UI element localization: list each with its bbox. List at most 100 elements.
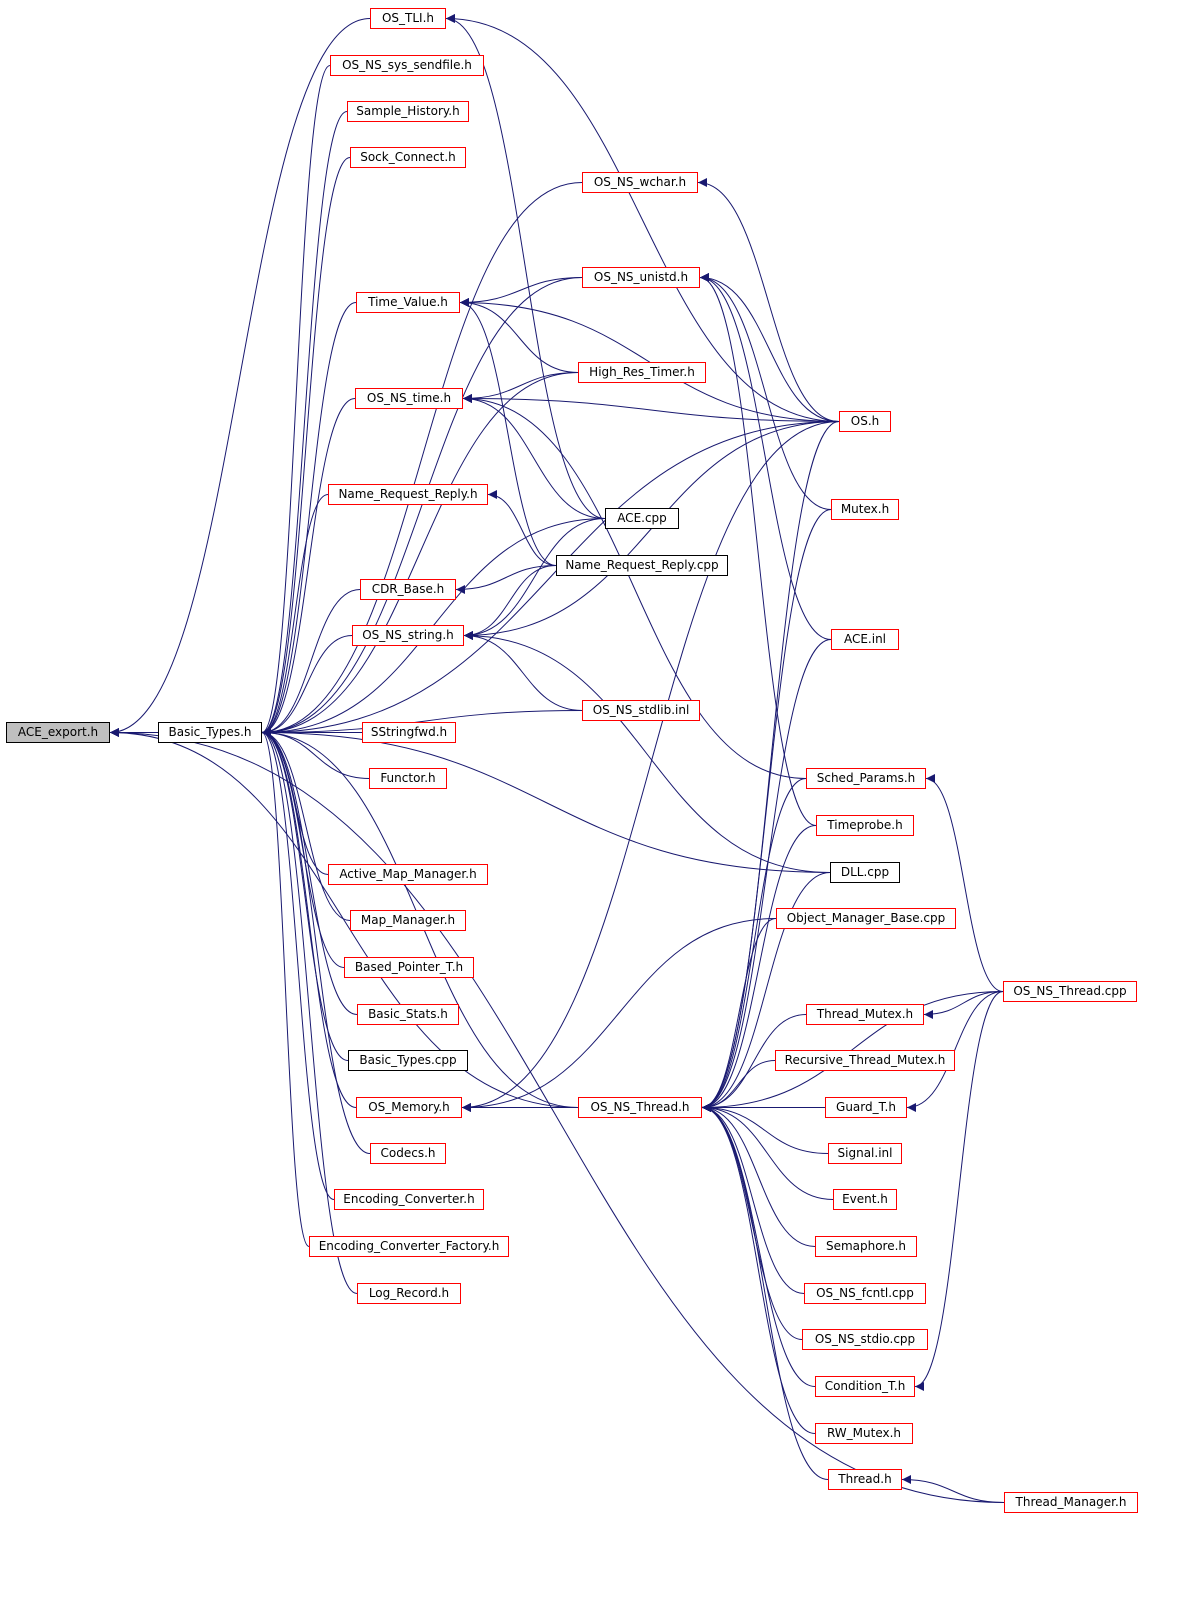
node-basic-stats[interactable]: Basic_Stats.h — [357, 1004, 459, 1025]
edge-ace-cpp-to-os-ns-string — [463, 518, 606, 640]
node-encoding-converter-factory[interactable]: Encoding_Converter_Factory.h — [309, 1236, 509, 1257]
edge-dll-cpp-to-os-ns-string — [463, 631, 831, 873]
node-name-request-reply-h[interactable]: Name_Request_Reply.h — [328, 484, 488, 505]
edge-basic-types-cpp-to-basic-types — [261, 728, 349, 1061]
node-ace-inl[interactable]: ACE.inl — [831, 629, 899, 650]
node-codecs[interactable]: Codecs.h — [370, 1143, 446, 1164]
node-name-request-reply-cpp[interactable]: Name_Request_Reply.cpp — [556, 555, 728, 576]
node-recursive-thread-mutex[interactable]: Recursive_Thread_Mutex.h — [775, 1050, 955, 1071]
node-sched-params[interactable]: Sched_Params.h — [806, 768, 926, 789]
edge-os-ns-unistd-to-basic-types — [261, 277, 583, 737]
edge-timeprobe-to-os-ns-unistd — [699, 273, 817, 826]
edge-os-tli-to-ace-export — [109, 18, 371, 737]
node-log-record[interactable]: Log_Record.h — [357, 1283, 461, 1304]
edge-os-ns-wchar-to-basic-types — [261, 182, 583, 737]
node-rw-mutex[interactable]: RW_Mutex.h — [815, 1423, 913, 1444]
node-mutex-h[interactable]: Mutex.h — [831, 499, 899, 520]
node-signal-inl[interactable]: Signal.inl — [828, 1143, 902, 1164]
edge-dll-cpp-to-os-ns-thread-h — [701, 872, 831, 1112]
node-os-h[interactable]: OS.h — [839, 411, 891, 432]
edge-encoding-converter-factory-to-basic-types — [261, 728, 310, 1247]
edge-high-res-timer-to-os-ns-time — [462, 372, 579, 403]
edge-os-ns-thread-cpp-to-condition-t — [914, 991, 1004, 1391]
node-sock-connect[interactable]: Sock_Connect.h — [350, 147, 466, 168]
edge-ace-cpp-to-os-tli — [445, 14, 606, 519]
edge-os-ns-time-to-basic-types — [261, 398, 356, 737]
edge-codecs-to-basic-types — [261, 728, 371, 1154]
node-thread-mutex[interactable]: Thread_Mutex.h — [806, 1004, 924, 1025]
node-os-ns-string[interactable]: OS_NS_string.h — [352, 625, 464, 646]
node-sstringfwd[interactable]: SStringfwd.h — [362, 722, 456, 743]
edge-os-ns-fcntl-to-os-ns-thread-h — [701, 1103, 805, 1294]
node-semaphore[interactable]: Semaphore.h — [815, 1236, 917, 1257]
edge-sock-connect-to-basic-types — [261, 157, 351, 737]
edge-os-ns-sys-sendfile-to-basic-types — [261, 65, 331, 737]
node-ace-cpp[interactable]: ACE.cpp — [605, 508, 679, 529]
node-dll-cpp[interactable]: DLL.cpp — [830, 862, 900, 883]
edge-os-h-to-os-ns-time — [462, 394, 840, 422]
edge-high-res-timer-to-basic-types — [261, 372, 579, 737]
node-based-pointer-t[interactable]: Based_Pointer_T.h — [344, 957, 474, 978]
edge-ace-cpp-to-os-ns-time — [462, 394, 606, 519]
edge-os-h-to-os-ns-unistd — [699, 273, 840, 422]
node-timeprobe[interactable]: Timeprobe.h — [816, 815, 914, 836]
node-map-manager[interactable]: Map_Manager.h — [350, 910, 466, 931]
edge-thread-h-to-os-ns-thread-h — [701, 1103, 829, 1480]
node-basic-types-cpp[interactable]: Basic_Types.cpp — [348, 1050, 468, 1071]
node-guard-t[interactable]: Guard_T.h — [825, 1097, 907, 1118]
node-os-ns-unistd[interactable]: OS_NS_unistd.h — [582, 267, 700, 288]
node-event-h[interactable]: Event.h — [833, 1189, 897, 1210]
edge-signal-inl-to-os-ns-thread-h — [701, 1103, 829, 1154]
node-functor[interactable]: Functor.h — [369, 768, 447, 789]
node-os-memory[interactable]: OS_Memory.h — [356, 1097, 462, 1118]
edge-name-request-reply-h-to-basic-types — [261, 494, 329, 737]
edge-os-ns-unistd-to-time-value — [459, 277, 583, 307]
node-os-ns-stdlib-inl[interactable]: OS_NS_stdlib.inl — [582, 700, 700, 721]
node-active-map-manager[interactable]: Active_Map_Manager.h — [328, 864, 488, 885]
node-os-ns-thread-h[interactable]: OS_NS_Thread.h — [578, 1097, 702, 1118]
node-os-tli[interactable]: OS_TLI.h — [370, 8, 446, 29]
edge-os-ns-thread-cpp-to-guard-t — [906, 991, 1004, 1112]
node-os-ns-time[interactable]: OS_NS_time.h — [355, 388, 463, 409]
node-high-res-timer[interactable]: High_Res_Timer.h — [578, 362, 706, 383]
node-ace-export[interactable]: ACE_export.h — [6, 722, 110, 743]
edge-ace-inl-to-os-ns-thread-h — [701, 639, 832, 1112]
edge-log-record-to-basic-types — [261, 728, 358, 1294]
edge-os-h-to-os-tli — [445, 14, 840, 422]
edge-name-request-reply-cpp-to-name-request-reply-h — [487, 490, 557, 566]
node-thread-manager[interactable]: Thread_Manager.h — [1004, 1492, 1138, 1513]
node-sample-history[interactable]: Sample_History.h — [347, 101, 469, 122]
node-os-ns-sys-sendfile[interactable]: OS_NS_sys_sendfile.h — [330, 55, 484, 76]
edge-map-manager-to-basic-types — [261, 728, 351, 921]
edge-thread-manager-to-ace-export — [109, 728, 1005, 1503]
edge-os-h-to-os-ns-wchar — [697, 178, 840, 422]
edge-mutex-h-to-os-ns-thread-h — [701, 509, 832, 1112]
edge-name-request-reply-cpp-to-cdr-base — [455, 565, 557, 594]
edge-os-ns-thread-h-to-ace-export — [109, 728, 579, 1108]
edge-high-res-timer-to-time-value — [459, 298, 579, 373]
edge-timeprobe-to-os-ns-thread-h — [701, 825, 817, 1112]
edge-os-ns-stdlib-inl-to-basic-types — [261, 710, 583, 737]
edge-ace-inl-to-os-ns-unistd — [699, 273, 832, 640]
edge-basic-stats-to-basic-types — [261, 728, 358, 1015]
node-os-ns-fcntl[interactable]: OS_NS_fcntl.cpp — [804, 1283, 926, 1304]
edge-sample-history-to-basic-types — [261, 111, 348, 737]
node-thread-h[interactable]: Thread.h — [828, 1469, 902, 1490]
node-time-value[interactable]: Time_Value.h — [356, 292, 460, 313]
node-os-ns-thread-cpp[interactable]: OS_NS_Thread.cpp — [1003, 981, 1137, 1002]
edge-os-ns-string-to-basic-types — [261, 635, 353, 737]
node-condition-t[interactable]: Condition_T.h — [815, 1376, 915, 1397]
node-encoding-converter[interactable]: Encoding_Converter.h — [334, 1189, 484, 1210]
node-os-ns-stdio[interactable]: OS_NS_stdio.cpp — [802, 1329, 928, 1350]
node-cdr-base[interactable]: CDR_Base.h — [360, 579, 456, 600]
node-os-ns-wchar[interactable]: OS_NS_wchar.h — [582, 172, 698, 193]
edge-os-ns-thread-cpp-to-thread-mutex — [923, 991, 1004, 1019]
node-object-manager-base[interactable]: Object_Manager_Base.cpp — [776, 908, 956, 929]
node-basic-types[interactable]: Basic_Types.h — [158, 722, 262, 743]
edge-os-ns-thread-cpp-to-os-ns-thread-h — [701, 991, 1004, 1112]
edge-object-manager-base-to-os-memory — [461, 918, 777, 1112]
edge-time-value-to-basic-types — [261, 302, 357, 737]
edge-name-request-reply-cpp-to-os-ns-string — [463, 565, 557, 640]
